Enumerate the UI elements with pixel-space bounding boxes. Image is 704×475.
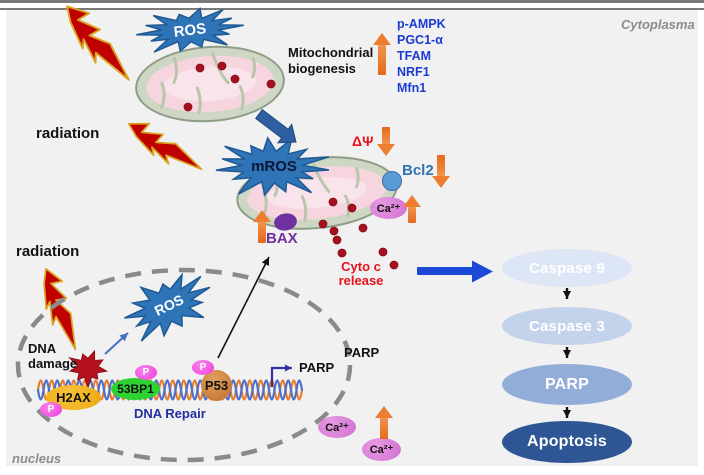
- top-border-line-1: [0, 0, 704, 3]
- calcium-bottom-up-arrow: [375, 406, 393, 439]
- calcium-mito-up-arrow: [403, 195, 421, 223]
- radiation-label-top: radiation: [36, 125, 100, 142]
- cyto-c-release-label: Cyto c release: [331, 260, 391, 288]
- ros-starburst-top: [136, 6, 244, 53]
- cyto-c-dots: [183, 61, 399, 270]
- radiation-bolt-top: [50, 0, 145, 88]
- dna-damage-line2: damage: [28, 356, 78, 371]
- p53-protein: P53: [201, 370, 232, 401]
- dna-repair-label: DNA Repair: [134, 406, 206, 421]
- cytoc-to-caspase-arrow-head: [472, 260, 493, 283]
- mito-to-mros-arrow: [255, 108, 297, 144]
- phospho-h2ax: P: [40, 402, 62, 417]
- biogenesis-up-arrow: [373, 33, 391, 75]
- cyto-c-line2: release: [338, 273, 384, 288]
- ros-starburst-nucleus: [124, 272, 211, 342]
- dna-damage-line1: DNA: [28, 341, 57, 356]
- dna-damage-label: DNA damage: [28, 341, 77, 371]
- parp-promoter-arrow: [270, 364, 292, 387]
- cytoc-to-caspase-arrow-shaft: [417, 267, 473, 275]
- cascade-parp: PARP: [502, 364, 632, 405]
- bcl2-label: Bcl2: [402, 162, 434, 179]
- marker-mfn1: Mfn1: [397, 81, 427, 95]
- nucleus-label: nucleus: [12, 451, 62, 466]
- marker-p-ampk: p-AMPK: [397, 17, 446, 31]
- phospho-p53: P: [192, 360, 214, 375]
- nucleus-membrane: [15, 267, 353, 463]
- marker-tfam: TFAM: [397, 49, 432, 63]
- radiation-label-nucleus: radiation: [16, 243, 80, 260]
- parp-cytoplasm-label: PARP: [344, 345, 380, 360]
- cytoplasm-label: Cytoplasma: [621, 17, 695, 32]
- mito-biogenesis-line2: biogenesis: [288, 61, 356, 76]
- biogenesis-marker-list: p-AMPK PGC1-α TFAM NRF1 Mfn1: [397, 16, 446, 96]
- calcium-mito: Ca²⁺: [370, 197, 407, 219]
- p53-to-bax-arrow: [217, 256, 270, 359]
- parp-gene-label: PARP: [299, 360, 335, 375]
- 53bp1-protein: 53BP1: [111, 378, 160, 400]
- calcium-bottom-2: Ca²⁺: [362, 438, 401, 461]
- bax-protein: [274, 213, 297, 231]
- dna-damage-star: [68, 349, 109, 389]
- cascade-apoptosis: Apoptosis: [502, 421, 632, 463]
- top-border-line-2: [0, 8, 704, 10]
- marker-nrf1: NRF1: [397, 65, 430, 79]
- mito-biogenesis-line1: Mitochondrial: [288, 45, 374, 60]
- bax-up-arrow: [253, 210, 271, 243]
- bcl2-down-arrow: [432, 155, 450, 188]
- delta-psi-label: ΔΨ: [352, 133, 374, 149]
- cascade-caspase9: Caspase 9: [502, 249, 632, 287]
- bcl2-protein: [382, 171, 402, 191]
- mitochondrion-top: [135, 45, 285, 123]
- delta-psi-down-arrow: [377, 127, 395, 156]
- mros-label: mROS: [251, 158, 297, 175]
- radiation-bolt-middle: [119, 115, 211, 178]
- cascade-caspase3: Caspase 3: [502, 307, 632, 345]
- bax-label: BAX: [266, 230, 298, 247]
- h2ax-protein: H2AX: [46, 385, 101, 410]
- phospho-53bp1: P: [135, 365, 157, 380]
- cyto-c-line1: Cyto c: [341, 259, 381, 274]
- calcium-bottom-1: Ca²⁺: [318, 416, 356, 438]
- damage-to-ros-arrow: [104, 332, 129, 355]
- mros-starburst: [215, 136, 330, 197]
- marker-pgc1a: PGC1-α: [397, 33, 443, 47]
